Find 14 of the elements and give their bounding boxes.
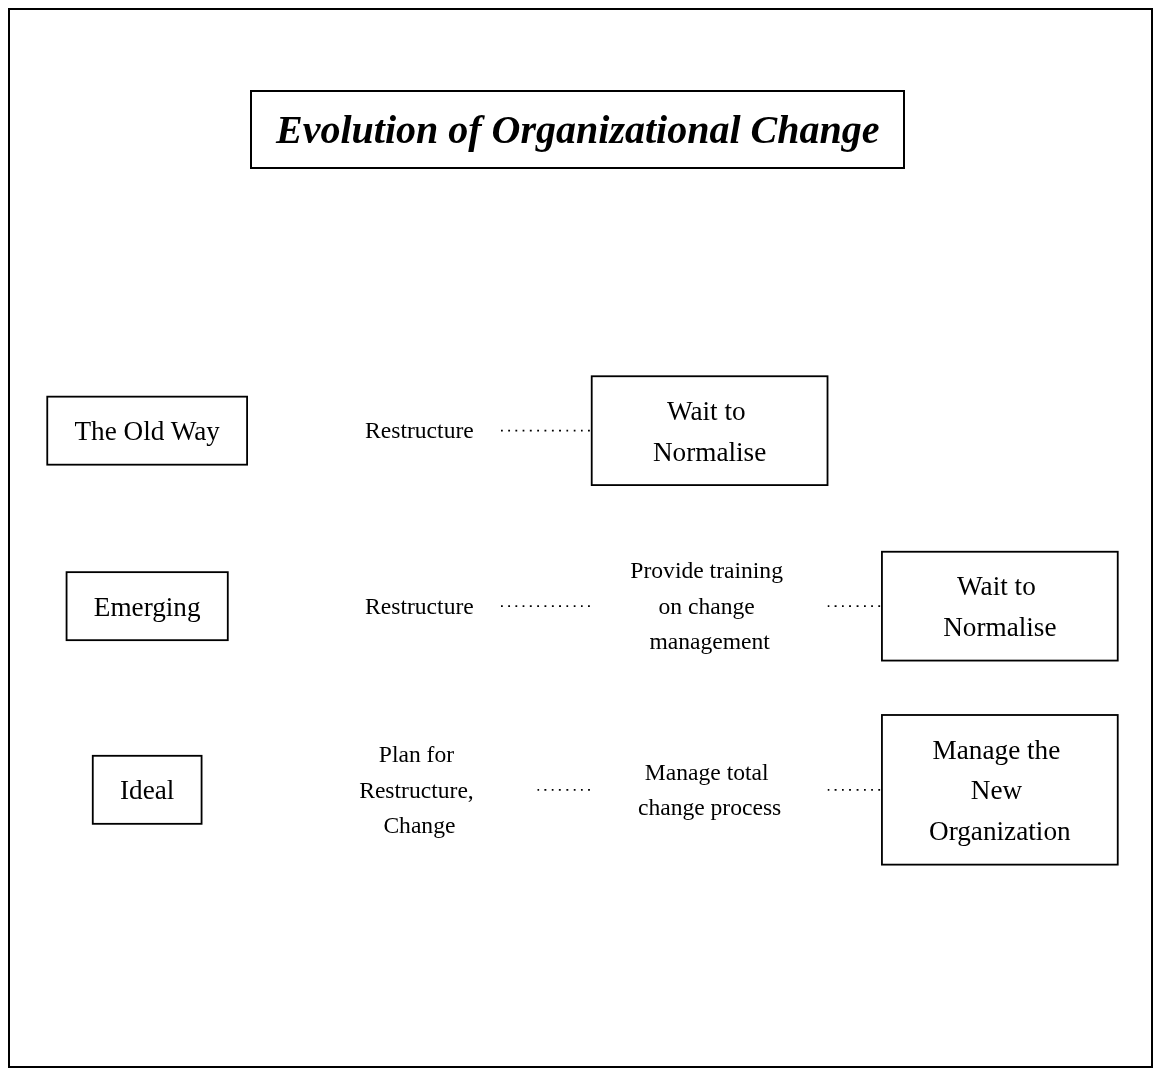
node-text: Restructure [365, 592, 474, 619]
connector [500, 604, 593, 607]
node-text: Manage total change process [637, 758, 782, 821]
node-box: Emerging [65, 570, 229, 641]
connector [536, 788, 593, 791]
node-text: Plan for Restructure, Change [359, 740, 474, 838]
node-box: The Old Way [46, 395, 248, 466]
node-text: Restructure [365, 417, 474, 444]
node-text: Provide training on change management [630, 557, 783, 655]
title: Evolution of Organizational Change [250, 90, 906, 169]
node-box: Ideal [91, 754, 203, 825]
node-box: Wait to Normalise [881, 550, 1119, 662]
node-box: Wait to Normalise [590, 374, 829, 486]
node-box: Manage the New Organization [881, 713, 1119, 866]
